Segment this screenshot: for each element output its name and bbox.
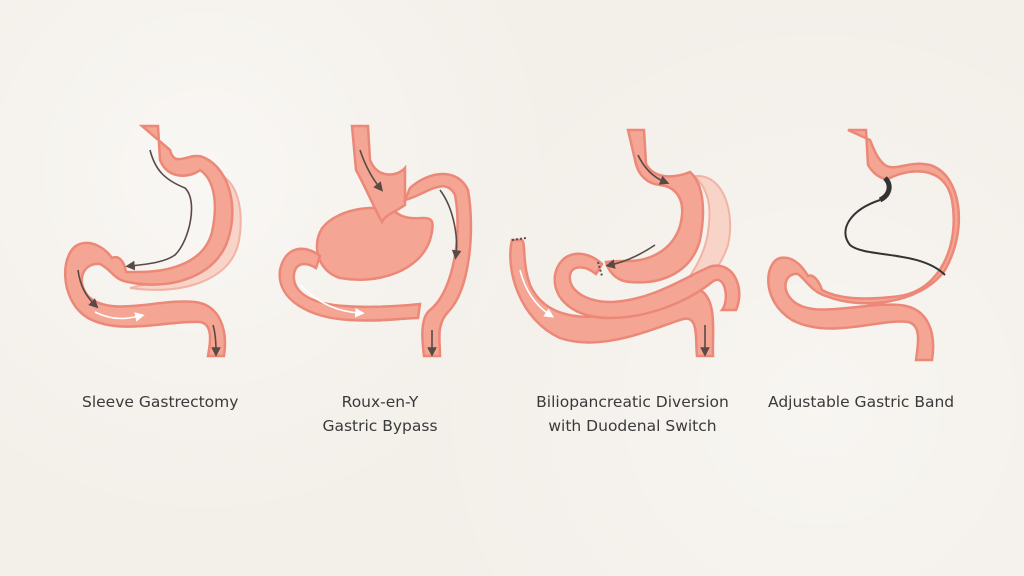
food-path-arrow (359, 149, 383, 192)
label-adjustable-gastric-band: Adjustable Gastric Band (768, 390, 954, 414)
roux-en-y-illustration (278, 124, 473, 358)
food-path-arrow (519, 269, 554, 318)
food-path-arrow (94, 311, 145, 322)
food-path-arrow (77, 269, 99, 309)
label-line: with Duodenal Switch (548, 417, 717, 435)
food-path-arrow (605, 244, 656, 269)
roux-limb (402, 172, 473, 358)
staple-line (597, 261, 603, 277)
label-roux-en-y: Roux-en-Y Gastric Bypass (300, 390, 460, 438)
small-intestine-limbs (509, 238, 715, 358)
food-path-arrow (125, 149, 193, 271)
food-path-arrow (211, 324, 221, 357)
adjustable-gastric-band-illustration (767, 128, 961, 362)
esophagus-and-sleeve-stomach (604, 128, 705, 284)
food-path-arrow (439, 189, 462, 260)
food-path-arrow (637, 154, 670, 185)
label-bpd-ds: Biliopancreatic Diversion with Duodenal S… (520, 390, 745, 438)
label-line: Roux-en-Y (341, 393, 419, 411)
esophagus-and-sleeve-stomach (63, 124, 234, 358)
band-tubing (844, 199, 946, 276)
gastric-band (878, 176, 892, 203)
duodenum-loop (278, 247, 422, 322)
esophagus-pouch (350, 124, 407, 225)
label-line: Biliopancreatic Diversion (536, 393, 729, 411)
sleeve-gastrectomy-illustration (63, 124, 242, 358)
label-line: Sleeve Gastrectomy (82, 393, 239, 411)
label-sleeve-gastrectomy: Sleeve Gastrectomy (82, 390, 238, 414)
food-path-arrow (299, 284, 365, 318)
duodenal-loop (553, 252, 741, 320)
label-line: Adjustable Gastric Band (768, 393, 955, 411)
bypassed-stomach (315, 206, 434, 281)
bpd-ds-illustration (509, 128, 741, 358)
stomach-and-intestine (767, 128, 961, 362)
label-line: Gastric Bypass (322, 417, 438, 435)
